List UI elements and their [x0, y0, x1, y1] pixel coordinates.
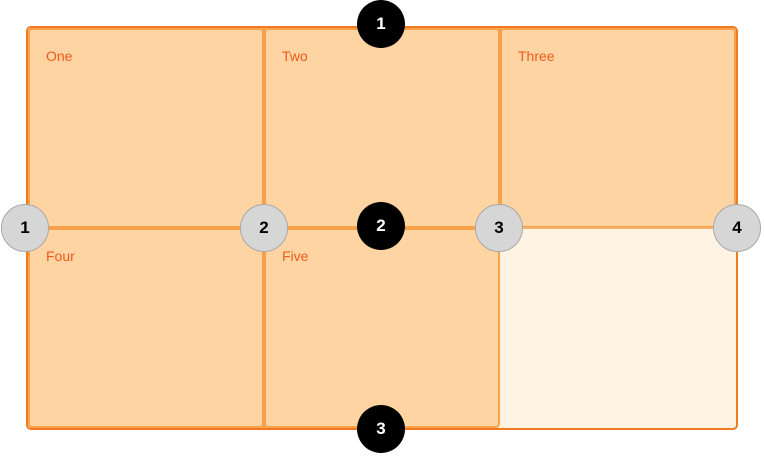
grid-item-one: One	[28, 28, 264, 228]
grid-item-label: Two	[282, 48, 308, 64]
grid-item-four: Four	[28, 228, 264, 428]
column-line-marker-1: 1	[1, 204, 49, 252]
grid-item-five: Five	[264, 228, 500, 428]
column-line-marker-4: 4	[713, 204, 761, 252]
row-grid-line	[500, 227, 736, 229]
column-line-marker-2: 2	[240, 204, 288, 252]
row-line-marker-2: 2	[357, 202, 405, 250]
grid-item-label: Four	[46, 248, 75, 264]
grid-item-label: Five	[282, 248, 309, 264]
row-line-marker-1: 1	[357, 0, 405, 48]
grid-item-label: One	[46, 48, 73, 64]
column-line-marker-3: 3	[475, 204, 523, 252]
grid-item-three: Three	[500, 28, 736, 228]
grid-item-two: Two	[264, 28, 500, 228]
column-grid-line	[498, 28, 502, 228]
row-line-marker-3: 3	[357, 405, 405, 453]
grid-item-label: Three	[518, 48, 555, 64]
